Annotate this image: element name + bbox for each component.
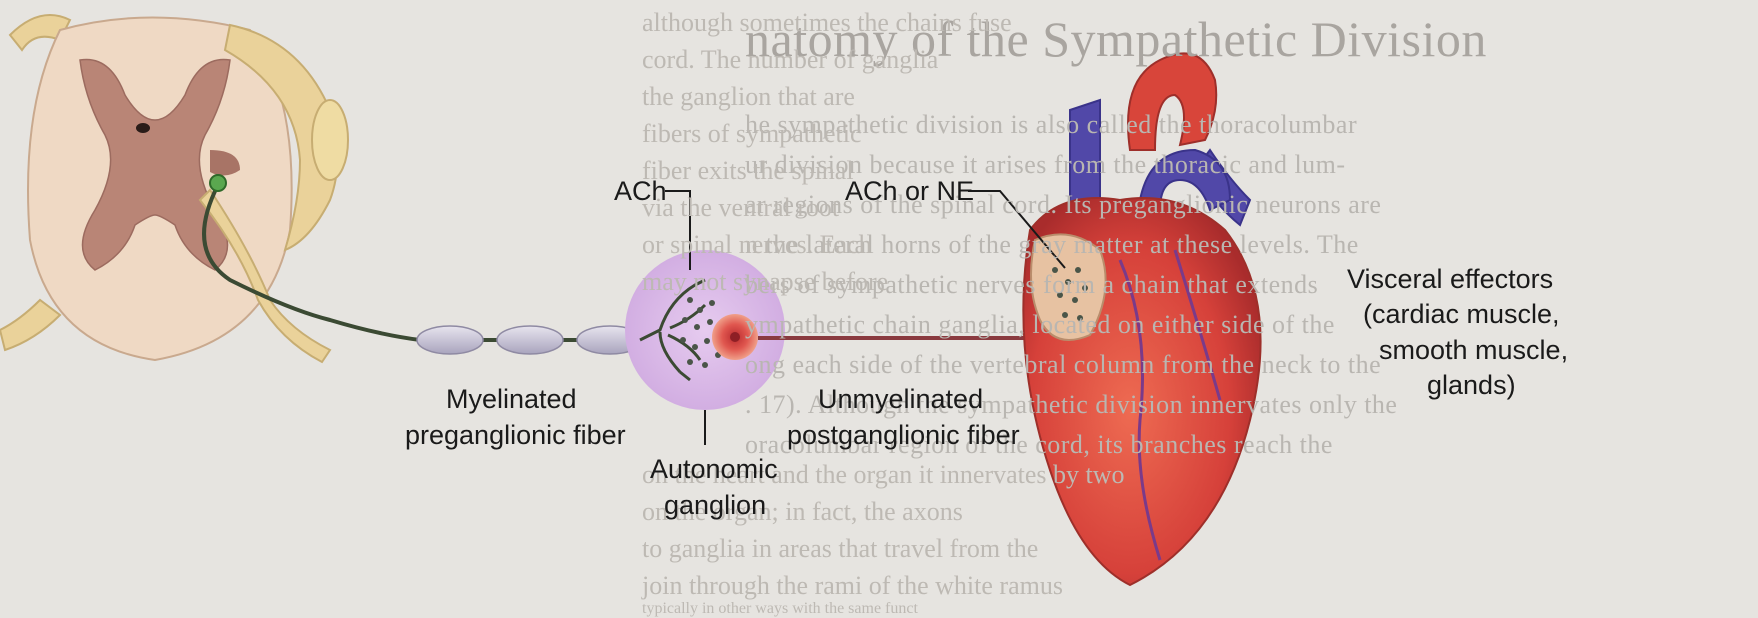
label-ach-or-ne: ACh or NE: [845, 174, 974, 208]
myelin-segment: [497, 326, 563, 354]
bg-line: ong each side of the vertebral column fr…: [745, 350, 1381, 380]
label-effectors-line3: smooth muscle,: [1379, 333, 1568, 367]
bg-line: join through the rami of the white ramus: [642, 571, 1063, 601]
myelin-sheath: [417, 326, 643, 354]
bg-line: via the ventral root: [642, 193, 839, 223]
dorsal-root-ganglion: [312, 100, 348, 180]
myelin-segment: [417, 326, 483, 354]
label-effectors-line1: Visceral effectors: [1347, 262, 1553, 296]
label-unmyelinated-line1: Unmyelinated: [818, 382, 983, 416]
bg-line: the ganglion that are: [642, 82, 855, 112]
label-myelinated-line1: Myelinated: [446, 382, 577, 416]
bg-line: to ganglia in areas that travel from the: [642, 534, 1038, 564]
label-ganglion-line1: Autonomic: [650, 452, 778, 486]
bg-line: fibers of sympathetic: [642, 119, 862, 149]
label-effectors-line4: glands): [1427, 368, 1516, 402]
bg-line: cord. The number of ganglia: [642, 45, 938, 75]
label-unmyelinated-line2: postganglionic fiber: [787, 418, 1020, 452]
bg-line: ar regions of the spinal cord. Its prega…: [745, 190, 1381, 220]
bg-line: typically in other ways with the same fu…: [642, 600, 918, 618]
preganglionic-cell-body: [210, 175, 226, 191]
label-ganglion-line2: ganglion: [664, 488, 766, 522]
bg-line: fiber exits the spinal: [642, 156, 854, 186]
postganglionic-nucleus: [730, 332, 740, 342]
label-ach-ganglion: ACh: [614, 174, 667, 208]
central-canal: [136, 123, 150, 133]
bg-line: or spinal nerves. Each: [642, 230, 872, 260]
bg-line: may not synapse before: [642, 267, 888, 297]
nerve-root-left-lower: [0, 300, 60, 350]
label-myelinated-line2: preganglionic fiber: [405, 418, 626, 452]
bg-line: ympathetic chain ganglia, located on eit…: [745, 310, 1335, 340]
label-effectors-line2: (cardiac muscle,: [1363, 297, 1560, 331]
bg-line: although sometimes the chains fuse: [642, 8, 1012, 38]
